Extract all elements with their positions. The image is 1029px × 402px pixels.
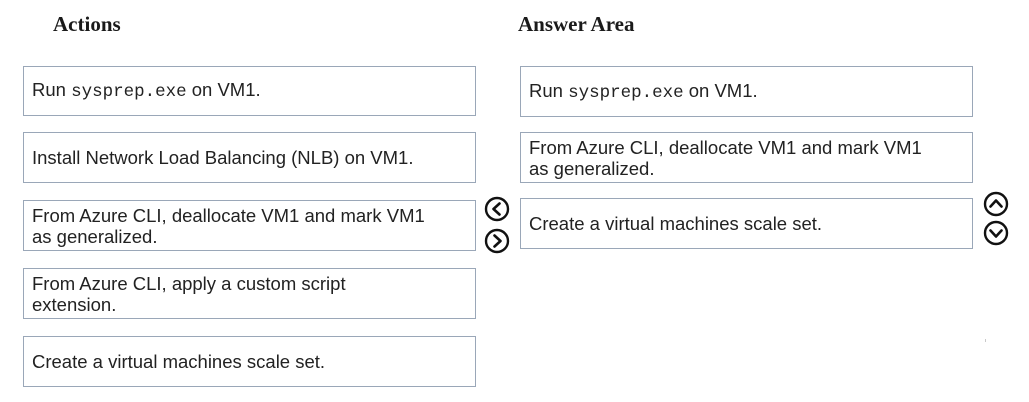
action-item-label: From Azure CLI, deallocate VM1 and mark … — [32, 204, 425, 247]
action-item-install-nlb[interactable]: Install Network Load Balancing (NLB) on … — [23, 132, 476, 183]
action-item-label: Create a virtual machines scale set. — [32, 351, 326, 372]
answer-item-label: From Azure CLI, deallocate VM1 and mark … — [529, 136, 922, 179]
chevron-right-circle-icon — [484, 228, 510, 254]
action-item-run-sysprep[interactable]: Run sysprep.exe on VM1. — [23, 66, 476, 116]
actions-heading: Actions — [53, 12, 121, 36]
action-item-custom-script-extension[interactable]: From Azure CLI, apply a custom script ex… — [23, 268, 476, 319]
stray-mark — [985, 339, 986, 342]
action-item-label: Install Network Load Balancing (NLB) on … — [32, 147, 414, 168]
move-down-button[interactable] — [983, 220, 1009, 246]
action-item-deallocate-generalize[interactable]: From Azure CLI, deallocate VM1 and mark … — [23, 200, 476, 251]
answer-item-deallocate-generalize[interactable]: From Azure CLI, deallocate VM1 and mark … — [520, 132, 973, 183]
move-right-button[interactable] — [484, 228, 510, 254]
chevron-up-circle-icon — [983, 191, 1009, 217]
answer-item-label: Run sysprep.exe on VM1. — [529, 79, 758, 103]
move-up-button[interactable] — [983, 191, 1009, 217]
answer-item-label: Create a virtual machines scale set. — [529, 213, 823, 234]
answer-area-heading: Answer Area — [518, 12, 635, 36]
action-item-label: From Azure CLI, apply a custom script ex… — [32, 272, 346, 315]
chevron-left-circle-icon — [484, 196, 510, 222]
chevron-down-circle-icon — [983, 220, 1009, 246]
answer-item-create-vmss[interactable]: Create a virtual machines scale set. — [520, 198, 973, 249]
answer-item-run-sysprep[interactable]: Run sysprep.exe on VM1. — [520, 66, 973, 117]
move-left-button[interactable] — [484, 196, 510, 222]
action-item-create-vmss[interactable]: Create a virtual machines scale set. — [23, 336, 476, 387]
action-item-label: Run sysprep.exe on VM1. — [32, 79, 261, 102]
